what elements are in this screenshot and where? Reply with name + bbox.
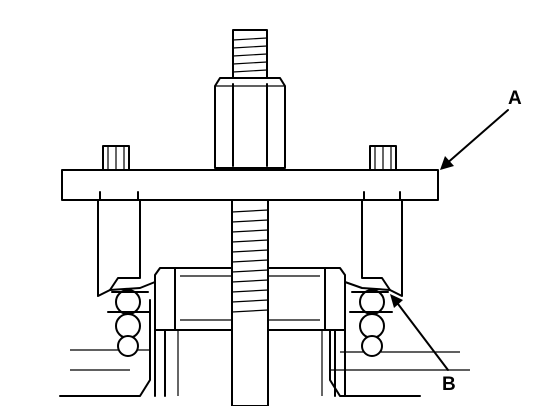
hex-nut bbox=[214, 77, 286, 169]
housing bbox=[59, 299, 470, 397]
callout-b-label: B bbox=[442, 374, 456, 395]
callout-a-arrowhead bbox=[440, 156, 454, 170]
right-ball-bearings bbox=[349, 289, 393, 357]
callout-a: A bbox=[440, 88, 522, 170]
threaded-screw bbox=[231, 29, 269, 406]
left-ball-bearings bbox=[107, 289, 151, 357]
puller-crossbar bbox=[61, 145, 439, 201]
callout-b-arrowhead bbox=[390, 294, 403, 308]
callout-b: B bbox=[390, 294, 456, 395]
right-puller-jaw bbox=[344, 191, 403, 297]
left-puller-jaw bbox=[97, 191, 156, 297]
callout-a-label: A bbox=[508, 88, 522, 109]
